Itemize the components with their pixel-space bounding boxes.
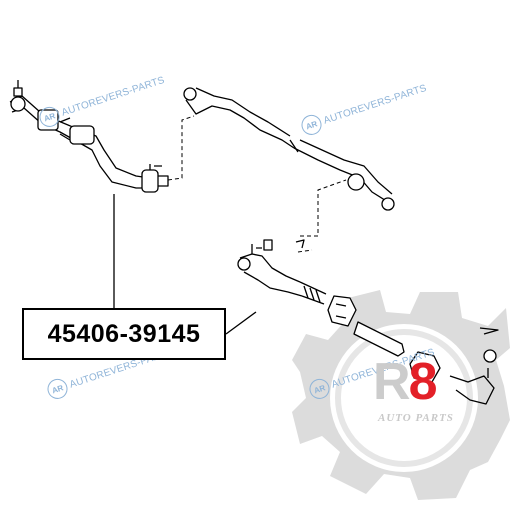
r8-logo-r: R [373,353,411,411]
tie-rod-end [237,239,327,305]
gear-background-icon [292,290,510,500]
part-number-box: 45406-39145 [22,308,226,360]
leader-lines [113,194,257,335]
center-link [183,87,395,211]
adjusting-sleeve-set [327,295,499,405]
part-number: 45406-39145 [47,319,201,348]
r8-logo-subtitle: AUTO PARTS [378,412,454,424]
dashed-guides [167,115,347,253]
relay-rod [9,80,169,193]
r8-logo-eight: 8 [408,353,438,411]
r8-logo: R8 [373,352,438,412]
